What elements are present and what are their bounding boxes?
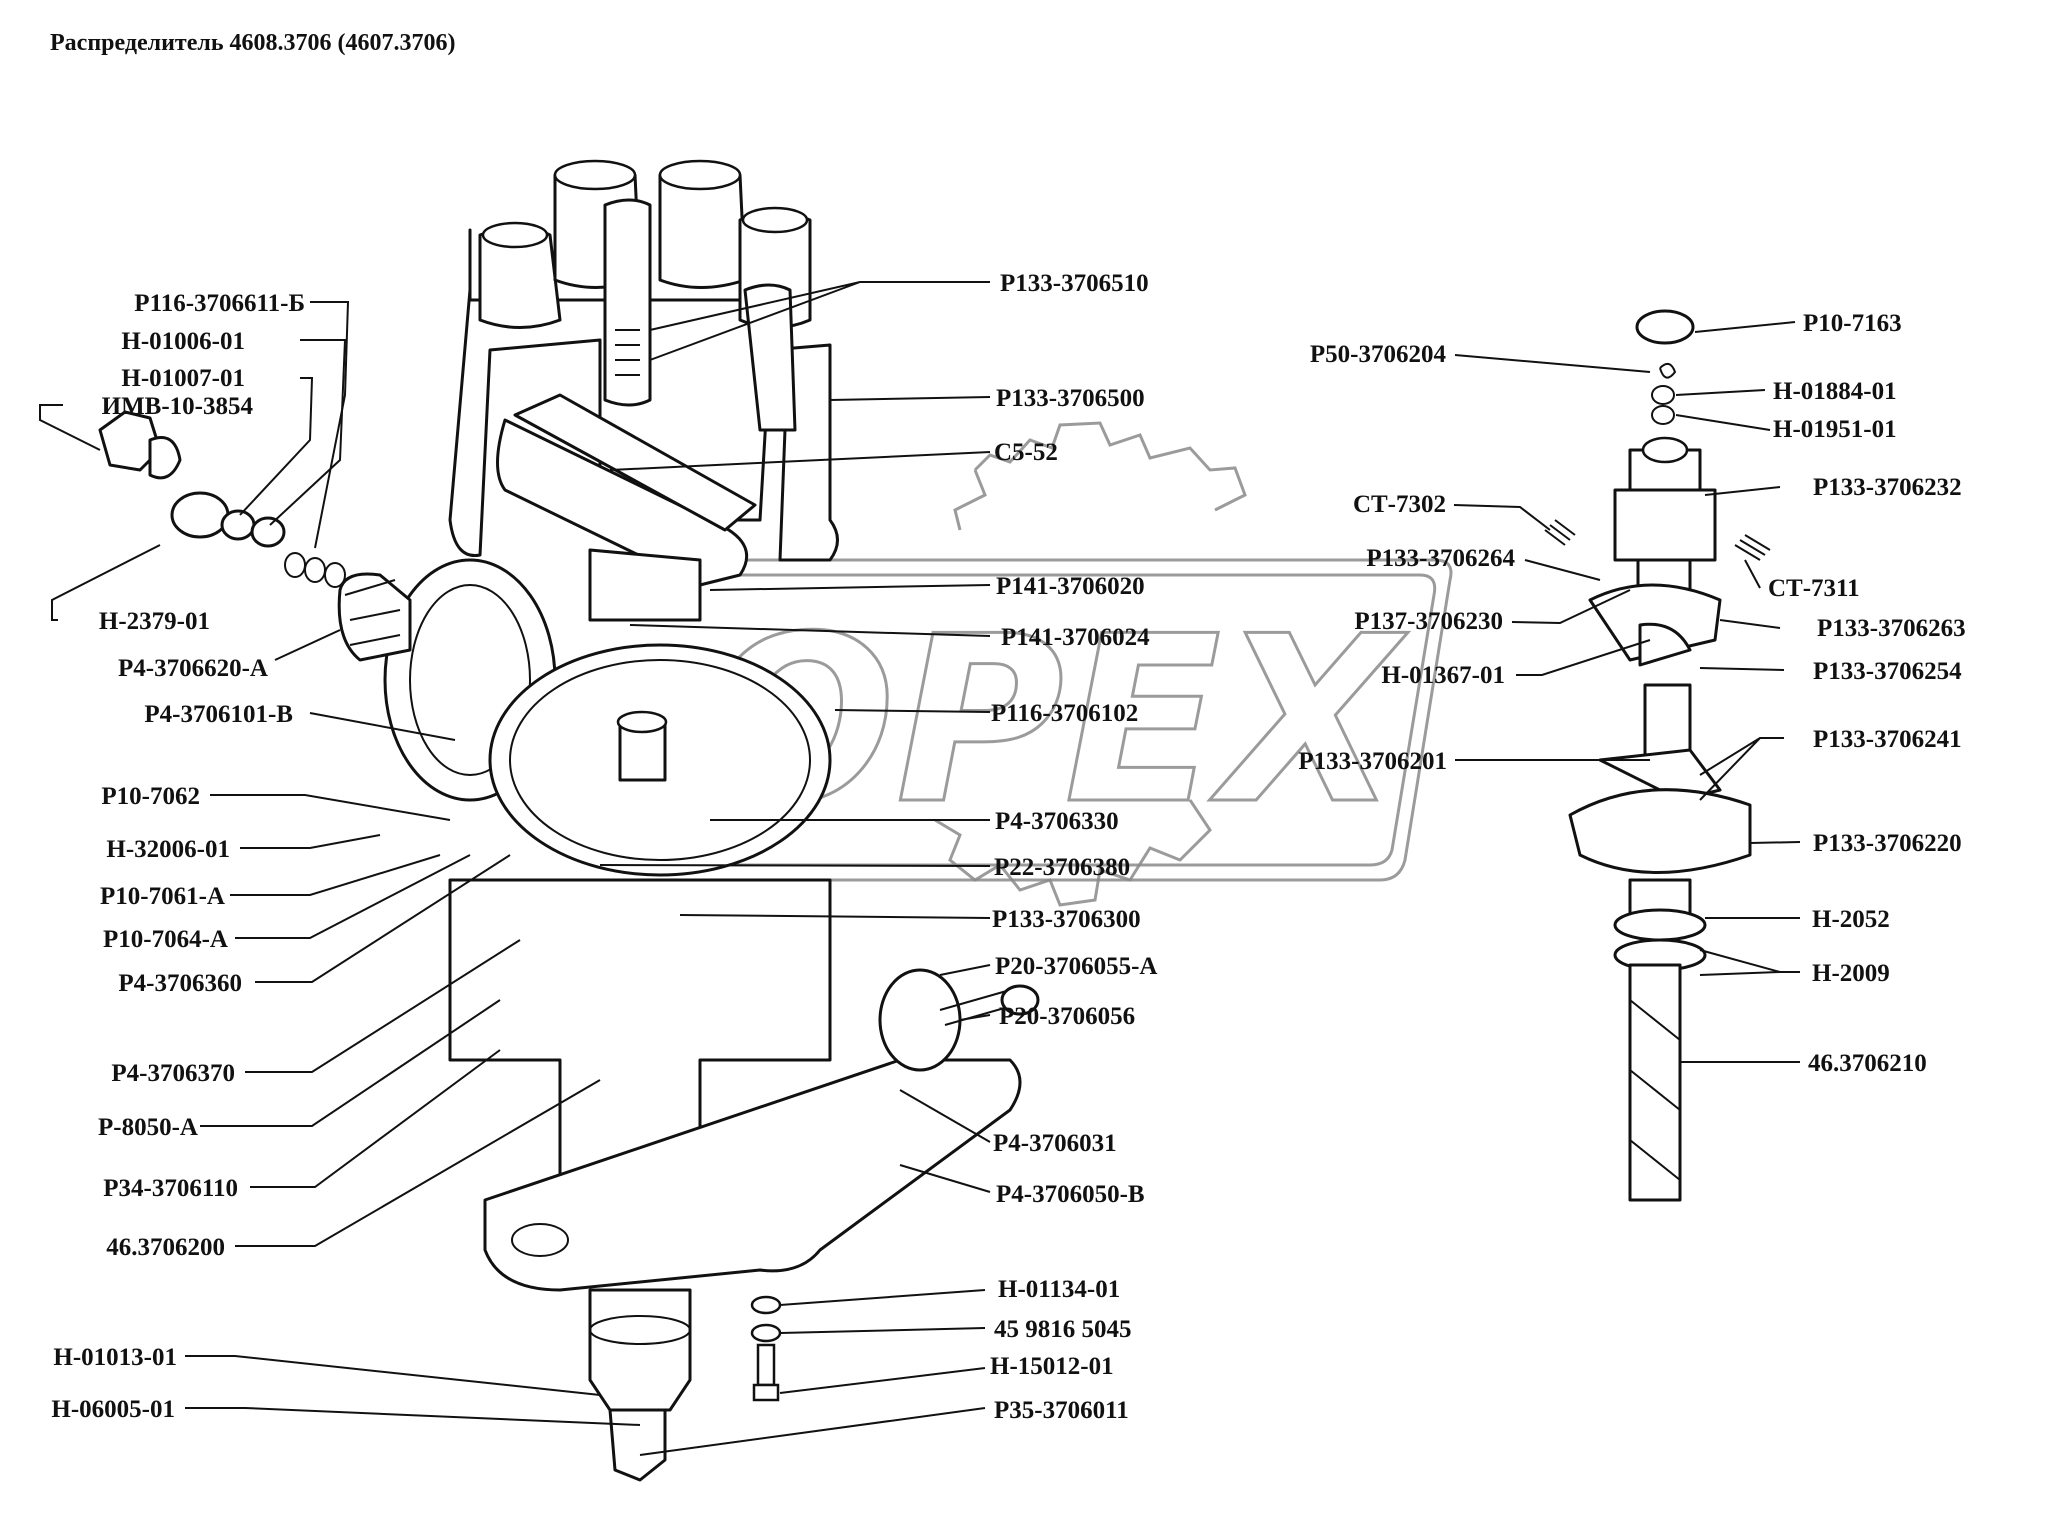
label-p-8050-a: Р-8050-А <box>98 1114 198 1141</box>
rotor <box>496 393 757 622</box>
label-n-01006-01: Н-01006-01 <box>121 328 245 355</box>
distributor-body <box>337 558 1040 1482</box>
label-p20-3706055-a: Р20-3706055-А <box>995 953 1157 980</box>
label-n-2009: Н-2009 <box>1812 960 1890 987</box>
label-n-01007-01: Н-01007-01 <box>121 365 245 392</box>
label-p133-3706263: Р133-3706263 <box>1817 615 1966 642</box>
label-p116-3706102: Р116-3706102 <box>991 700 1138 727</box>
label-p4-3706620-a: Р4-3706620-А <box>118 655 268 682</box>
exploded-plug-parts <box>98 410 346 588</box>
label-p4-3706370: Р4-3706370 <box>111 1060 235 1087</box>
leader-lines <box>39 281 1801 1456</box>
label-p10-7064-a: Р10-7064-А <box>103 926 228 953</box>
label-n-06005-01: Н-06005-01 <box>51 1396 175 1423</box>
advance-mechanism-assembly <box>1544 309 1771 1202</box>
label-p116-3706611-b: Р116-3706611-Б <box>134 290 305 317</box>
mounting-hardware <box>750 1295 782 1402</box>
label-p133-3706500: Р133-3706500 <box>996 385 1145 412</box>
label-p137-3706230: Р137-3706230 <box>1354 608 1503 635</box>
label-n-32006-01: Н-32006-01 <box>106 836 230 863</box>
label-p4-3706050-v: Р4-3706050-В <box>996 1181 1145 1208</box>
label-n-01367-01: Н-01367-01 <box>1381 662 1505 689</box>
label-p4-3706101-v: Р4-3706101-В <box>144 701 293 728</box>
label-ct-7302: СТ-7302 <box>1353 491 1446 518</box>
label-p133-3706201: Р133-3706201 <box>1298 748 1447 775</box>
label-p133-3706232: Р133-3706232 <box>1813 474 1962 501</box>
labels-right: Р10-7163 Р50-3706204 Н-01884-01 Н-01951-… <box>1298 310 1965 1077</box>
watermark-frame <box>700 558 1453 882</box>
label-p50-3706204: Р50-3706204 <box>1310 341 1447 368</box>
label-p4-3706360: Р4-3706360 <box>118 970 242 997</box>
label-46-3706210: 46.3706210 <box>1808 1050 1927 1077</box>
label-c5-52: С5-52 <box>994 439 1058 466</box>
label-45-9816-5045: 45 9816 5045 <box>994 1316 1132 1343</box>
label-p10-7061-a: Р10-7061-А <box>100 883 225 910</box>
label-ct-7311: СТ-7311 <box>1768 575 1860 602</box>
label-p4-3706031: Р4-3706031 <box>993 1130 1117 1157</box>
labels-middle: Р133-3706510 Р133-3706500 С5-52 Р141-370… <box>990 270 1157 1424</box>
label-imv-10-3854: ИМВ-10-3854 <box>102 393 254 420</box>
label-n-01134-01: Н-01134-01 <box>998 1276 1120 1303</box>
label-p133-3706254: Р133-3706254 <box>1813 658 1962 685</box>
distributor-cap <box>448 159 839 562</box>
label-n-01884-01: Н-01884-01 <box>1773 378 1897 405</box>
label-n-2052: Н-2052 <box>1812 906 1890 933</box>
label-p133-3706220: Р133-3706220 <box>1813 830 1962 857</box>
label-p10-7062: Р10-7062 <box>101 783 200 810</box>
label-p133-3706264: Р133-3706264 <box>1366 545 1515 572</box>
label-p10-7163: Р10-7163 <box>1803 310 1902 337</box>
label-p20-3706056: Р20-3706056 <box>999 1003 1135 1030</box>
label-p22-3706380: Р22-3706380 <box>994 854 1130 881</box>
label-p35-3706011: Р35-3706011 <box>994 1397 1129 1424</box>
label-p34-3706110: Р34-3706110 <box>103 1175 238 1202</box>
labels-left: Р116-3706611-Б Н-01006-01 Н-01007-01 ИМВ… <box>51 290 305 1423</box>
diagram-title: Распределитель 4608.3706 (4607.3706) <box>50 30 456 56</box>
label-n-01951-01: Н-01951-01 <box>1773 416 1897 443</box>
label-46-3706200: 46.3706200 <box>106 1234 225 1261</box>
label-p133-3706510: Р133-3706510 <box>1000 270 1149 297</box>
label-n-01013-01: Н-01013-01 <box>53 1344 177 1371</box>
label-p141-3706024: Р141-3706024 <box>1001 624 1150 651</box>
label-p4-3706330: Р4-3706330 <box>995 808 1119 835</box>
label-p133-3706300: Р133-3706300 <box>992 906 1141 933</box>
label-p133-3706241: Р133-3706241 <box>1813 726 1962 753</box>
label-n-2379-01: Н-2379-01 <box>99 608 210 635</box>
label-n-15012-01: Н-15012-01 <box>990 1353 1114 1380</box>
label-p141-3706020: Р141-3706020 <box>996 573 1145 600</box>
